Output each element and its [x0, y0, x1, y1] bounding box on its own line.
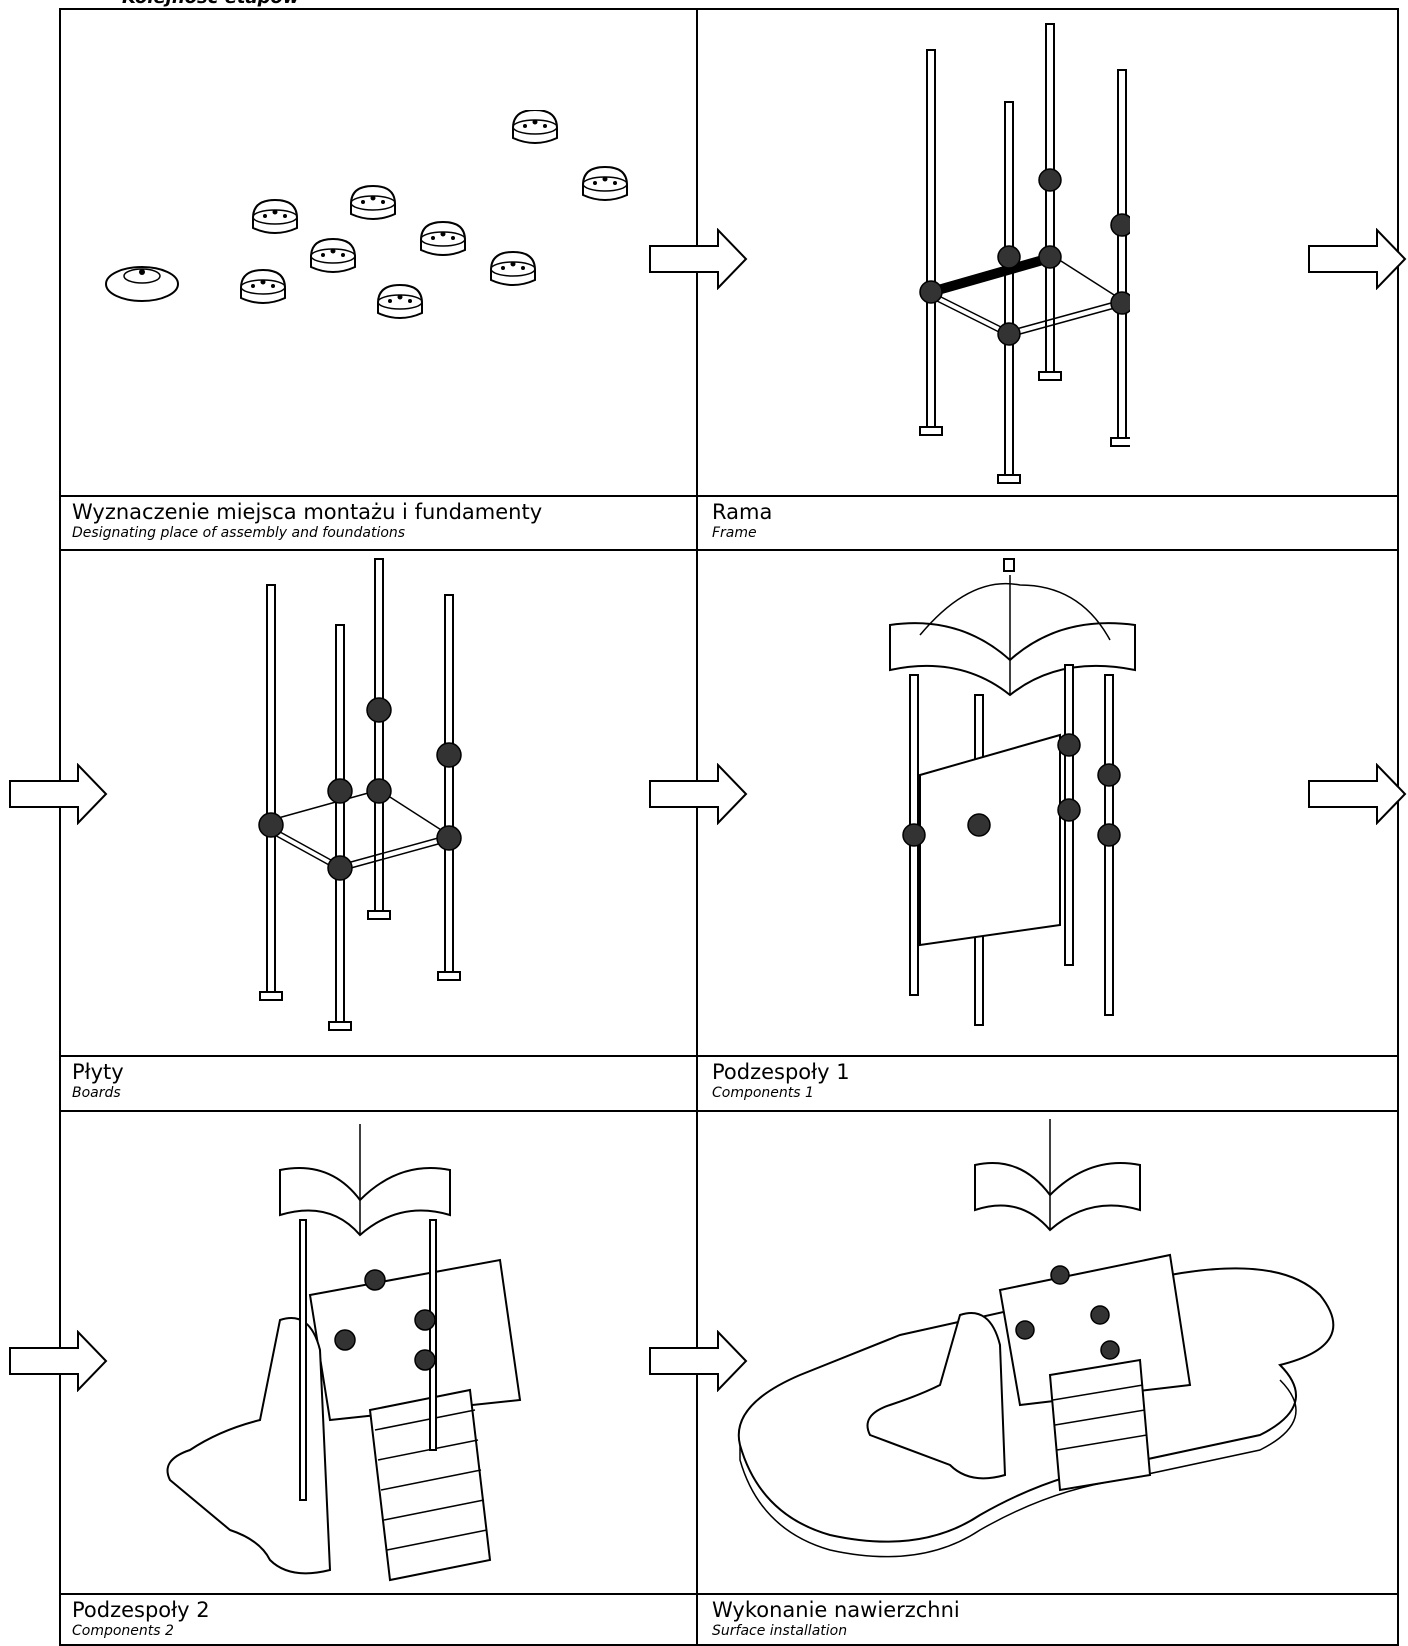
- step-subtitle: Boards: [72, 1085, 121, 1101]
- step-title: Płyty: [72, 1060, 124, 1084]
- step-caption-3: Płyty Boards: [72, 1060, 124, 1102]
- step-title: Podzespoły 2: [72, 1598, 210, 1622]
- step-subtitle: Components 2: [72, 1623, 174, 1639]
- step-caption-4: Podzespoły 1 Components 1: [712, 1060, 850, 1102]
- boards-illustration: [258, 558, 462, 1031]
- step-subtitle: Components 1: [712, 1085, 814, 1101]
- row-divider: [59, 495, 1399, 497]
- row-divider: [59, 1055, 1399, 1057]
- step-caption-6: Wykonanie nawierzchni Surface installati…: [712, 1598, 960, 1640]
- step-title: Rama: [712, 500, 773, 524]
- next-step-arrow-icon: [1308, 763, 1407, 825]
- step-subtitle: Frame: [712, 525, 757, 541]
- step-caption-1: Wyznaczenie miejsca montażu i fundamenty…: [72, 500, 542, 542]
- frame-illustration: [919, 23, 1130, 484]
- step-subtitle: Surface installation: [712, 1623, 848, 1639]
- document-title: Kolejność etapów: [122, 0, 300, 8]
- row-divider: [59, 549, 1399, 551]
- step-subtitle: Designating place of assembly and founda…: [72, 525, 406, 541]
- next-step-arrow-icon: [1308, 228, 1407, 290]
- components-1-illustration: [889, 558, 1136, 1026]
- next-step-arrow-icon: [649, 228, 748, 290]
- components-2-illustration: [166, 1124, 522, 1582]
- step-caption-2: Rama Frame: [712, 500, 772, 542]
- surface-illustration: [737, 1119, 1335, 1558]
- step-title: Wyznaczenie miejsca montażu i fundamenty: [72, 500, 543, 524]
- next-step-arrow-icon: [649, 1330, 748, 1392]
- column-divider: [696, 8, 698, 1646]
- row-divider: [59, 1110, 1399, 1112]
- step-title: Wykonanie nawierzchni: [712, 1598, 960, 1622]
- next-step-arrow-icon: [649, 763, 748, 825]
- next-step-arrow-icon: [9, 763, 108, 825]
- row-divider: [59, 1593, 1399, 1595]
- foundations-illustration: [105, 110, 628, 319]
- step-caption-5: Podzespoły 2 Components 2: [72, 1598, 210, 1640]
- steps-table: [59, 8, 1399, 1646]
- step-title: Podzespoły 1: [712, 1060, 850, 1084]
- next-step-arrow-icon: [9, 1330, 108, 1392]
